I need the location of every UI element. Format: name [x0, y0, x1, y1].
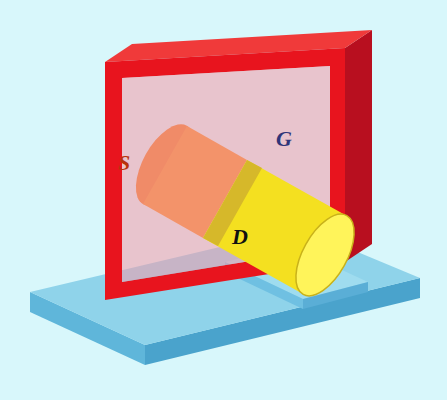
part-label: G	[276, 128, 292, 150]
part-label: S	[118, 152, 130, 174]
nanowire-drain	[203, 160, 366, 305]
part-label: D	[232, 226, 248, 248]
